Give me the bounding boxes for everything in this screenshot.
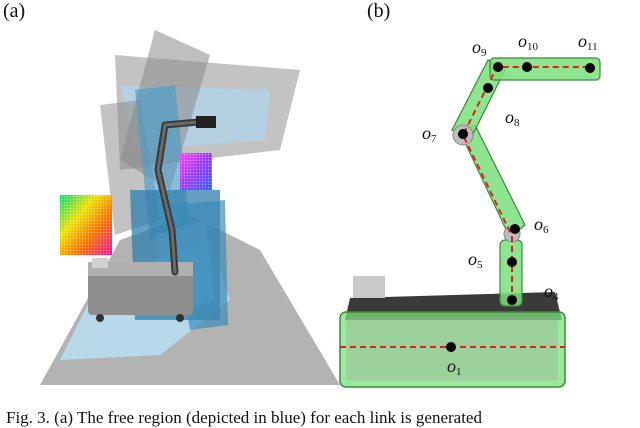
- panel-a-scene: [40, 30, 340, 385]
- figure-caption: Fig. 3. (a) The free region (depicted in…: [6, 408, 482, 427]
- frame-label-o7: o7: [422, 123, 437, 145]
- frame-label-o1: o1: [447, 356, 462, 378]
- frame-label-o6: o6: [534, 214, 549, 236]
- frame-label-o8: o8: [505, 107, 520, 129]
- panel-b-scene: [339, 57, 601, 388]
- frame-label-o11: o11: [578, 31, 598, 53]
- frame-label-o4: o4: [544, 281, 559, 303]
- panel-b-label: (b): [367, 0, 391, 22]
- frame-label-o5: o5: [468, 249, 483, 271]
- frame-label-o10: o10: [518, 31, 538, 53]
- panel-a-label: (a): [3, 0, 26, 22]
- frame-label-o9: o9: [472, 37, 487, 59]
